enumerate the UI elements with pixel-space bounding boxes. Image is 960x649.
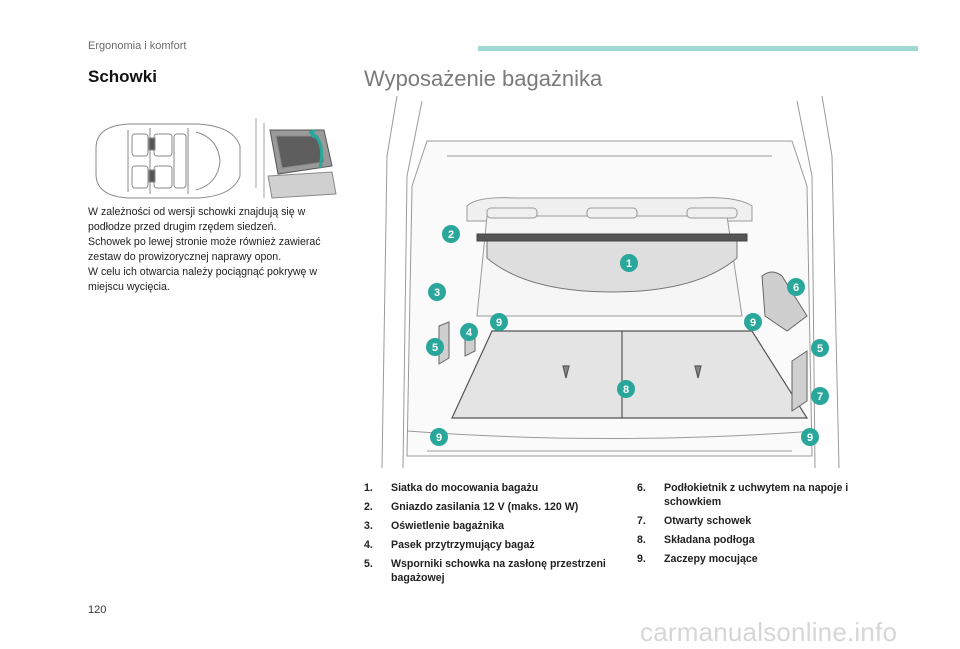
page-number: 120 bbox=[88, 604, 107, 616]
item-number: 3. bbox=[364, 520, 373, 532]
trunk-equipment-title: Wyposażenie bagażnika bbox=[364, 66, 603, 91]
svg-text:4: 4 bbox=[466, 327, 473, 339]
list-item: 1. Siatka do mocowania bagażu bbox=[364, 481, 614, 495]
storage-title: Schowki bbox=[88, 67, 157, 86]
callout-9-bottom-right: 9 bbox=[801, 428, 819, 446]
svg-text:6: 6 bbox=[793, 282, 799, 294]
svg-text:9: 9 bbox=[807, 432, 813, 444]
equipment-list-right: 6. Podłokietnik z uchwytem na napoje i sc… bbox=[637, 481, 877, 571]
callout-8: 8 bbox=[617, 380, 635, 398]
side-compartments bbox=[438, 271, 808, 412]
svg-text:8: 8 bbox=[623, 384, 629, 396]
item-text: Zaczepy mocujące bbox=[664, 553, 758, 565]
item-number: 2. bbox=[364, 501, 373, 513]
svg-text:9: 9 bbox=[750, 317, 756, 329]
item-text: Składana podłoga bbox=[664, 534, 755, 546]
callout-2: 2 bbox=[442, 225, 460, 243]
paragraph: Schowek po lewej stronie może również za… bbox=[88, 236, 321, 263]
svg-text:7: 7 bbox=[817, 391, 823, 403]
item-number: 1. bbox=[364, 482, 373, 494]
callout-9-bottom-left: 9 bbox=[430, 428, 448, 446]
paragraph: W celu ich otwarcia należy pociągnąć pok… bbox=[88, 266, 318, 293]
item-text: Oświetlenie bagażnika bbox=[391, 520, 505, 532]
folding-floor bbox=[451, 330, 809, 419]
list-item: 2. Gniazdo zasilania 12 V (maks. 120 W) bbox=[364, 500, 614, 514]
callout-1: 1 bbox=[620, 254, 638, 272]
callout-6: 6 bbox=[787, 278, 805, 296]
item-number: 9. bbox=[637, 553, 646, 565]
list-item: 9. Zaczepy mocujące bbox=[637, 552, 877, 566]
callout-9-top-left: 9 bbox=[490, 313, 508, 331]
list-item: 8. Składana podłoga bbox=[637, 533, 877, 547]
item-text: Gniazdo zasilania 12 V (maks. 120 W) bbox=[391, 501, 579, 513]
list-item: 3. Oświetlenie bagażnika bbox=[364, 519, 614, 533]
callout-4: 4 bbox=[460, 323, 478, 341]
item-text: Wsporniki schowka na zasłonę przestrzeni… bbox=[391, 558, 606, 584]
section-label: Ergonomia i komfort bbox=[88, 40, 187, 52]
svg-text:9: 9 bbox=[496, 317, 502, 329]
callout-5-right: 5 bbox=[811, 339, 829, 357]
callout-markers: 1 2 3 4 5 5 6 7 8 9 9 9 9 bbox=[426, 225, 829, 446]
callout-7: 7 bbox=[811, 387, 829, 405]
callout-5-left: 5 bbox=[426, 338, 444, 356]
list-item: 5. Wsporniki schowka na zasłonę przestrze… bbox=[364, 557, 614, 585]
list-item: 6. Podłokietnik z uchwytem na napoje i sc… bbox=[637, 481, 877, 509]
item-text: Podłokietnik z uchwytem na napoje i scho… bbox=[664, 482, 849, 508]
item-text: Otwarty schowek bbox=[664, 515, 752, 527]
list-item: 4. Pasek przytrzymujący bagaż bbox=[364, 538, 614, 552]
svg-text:5: 5 bbox=[817, 343, 823, 355]
item-text: Pasek przytrzymujący bagaż bbox=[391, 539, 535, 551]
storage-illustration bbox=[95, 118, 337, 199]
compartment-detail bbox=[255, 118, 337, 199]
callout-9-top-right: 9 bbox=[744, 313, 762, 331]
storage-description: W zależności od wersji schowki znajdują … bbox=[88, 205, 346, 295]
item-number: 4. bbox=[364, 539, 373, 551]
list-item: 7. Otwarty schowek bbox=[637, 514, 877, 528]
item-number: 7. bbox=[637, 515, 646, 527]
item-number: 5. bbox=[364, 558, 373, 570]
item-number: 8. bbox=[637, 534, 646, 546]
paragraph: W zależności od wersji schowki znajdują … bbox=[88, 206, 306, 233]
svg-text:5: 5 bbox=[432, 342, 438, 354]
watermark: carmanualsonline.info bbox=[640, 617, 898, 647]
equipment-list-left: 1. Siatka do mocowania bagażu 2. Gniazdo z… bbox=[364, 481, 614, 590]
item-number: 6. bbox=[637, 482, 646, 494]
svg-text:2: 2 bbox=[448, 229, 454, 241]
bumper bbox=[406, 430, 816, 452]
trunk-illustration: 1 2 3 4 5 5 6 7 8 9 9 9 9 bbox=[381, 96, 840, 468]
callout-3: 3 bbox=[428, 283, 446, 301]
header-accent-bar bbox=[478, 46, 918, 51]
item-text: Siatka do mocowania bagażu bbox=[391, 482, 539, 494]
svg-text:3: 3 bbox=[434, 287, 440, 299]
cargo-cover bbox=[476, 233, 748, 293]
svg-text:1: 1 bbox=[626, 258, 632, 270]
svg-text:9: 9 bbox=[436, 432, 442, 444]
car-top-view bbox=[95, 123, 241, 199]
